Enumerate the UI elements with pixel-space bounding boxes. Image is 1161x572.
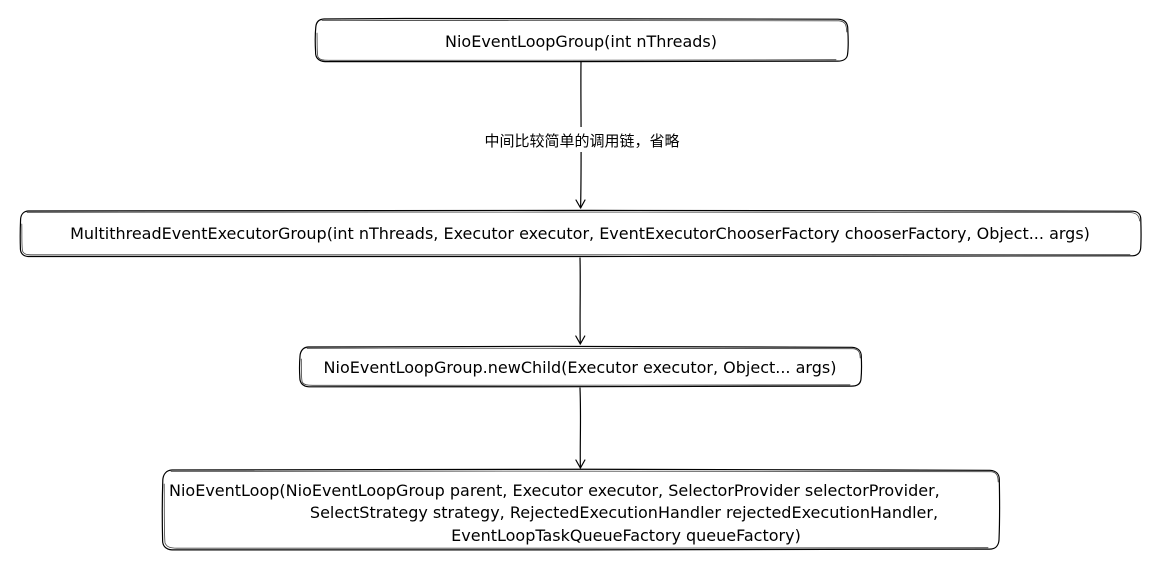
edge-1: 中间比较简单的调用链，省略 [462,61,702,209]
node-1-text-line-1: NioEventLoopGroup(int nThreads) [445,32,717,51]
node-4-text-line-2: SelectStrategy strategy, RejectedExecuti… [310,503,938,522]
node-3-border-sketch [300,347,861,386]
edge-3-line [579,387,582,469]
node-2-border [19,209,1142,258]
node-3-text-line-1: NioEventLoopGroup.newChild(Executor exec… [324,358,837,377]
edge-2 [575,257,586,345]
node-1-border [314,17,849,63]
node-4-border-sketch [163,470,999,549]
node-4-text-line-1: NioEventLoop(NioEventLoopGroup parent, E… [169,481,940,500]
edge-3-arrowhead [575,459,586,469]
node-1-border-sketch [316,19,848,61]
node-newchild-method: NioEventLoopGroup.newChild(Executor exec… [298,345,863,388]
node-multithreadeventexecutorgroup-constructor: MultithreadEventExecutorGroup(int nThrea… [19,209,1142,258]
edge-1-line [580,61,582,209]
node-4-text-line-3: EventLoopTaskQueueFactory queueFactory) [451,526,801,545]
node-2-text-line-1: MultithreadEventExecutorGroup(int nThrea… [70,224,1090,243]
node-3-border [298,345,863,388]
edge-1-arrowhead [575,199,586,209]
node-4-border [161,468,1001,551]
node-2-border-sketch [21,211,1140,256]
edge-2-arrowhead [575,335,586,345]
edge-1-label-bg [462,127,702,152]
edge-1-label: 中间比较简单的调用链，省略 [484,132,679,150]
edge-3 [575,387,586,469]
node-nioeventloop-constructor: NioEventLoop(NioEventLoopGroup parent, E… [161,468,1001,551]
node-nioeventloopgroup-constructor: NioEventLoopGroup(int nThreads) [314,17,849,63]
